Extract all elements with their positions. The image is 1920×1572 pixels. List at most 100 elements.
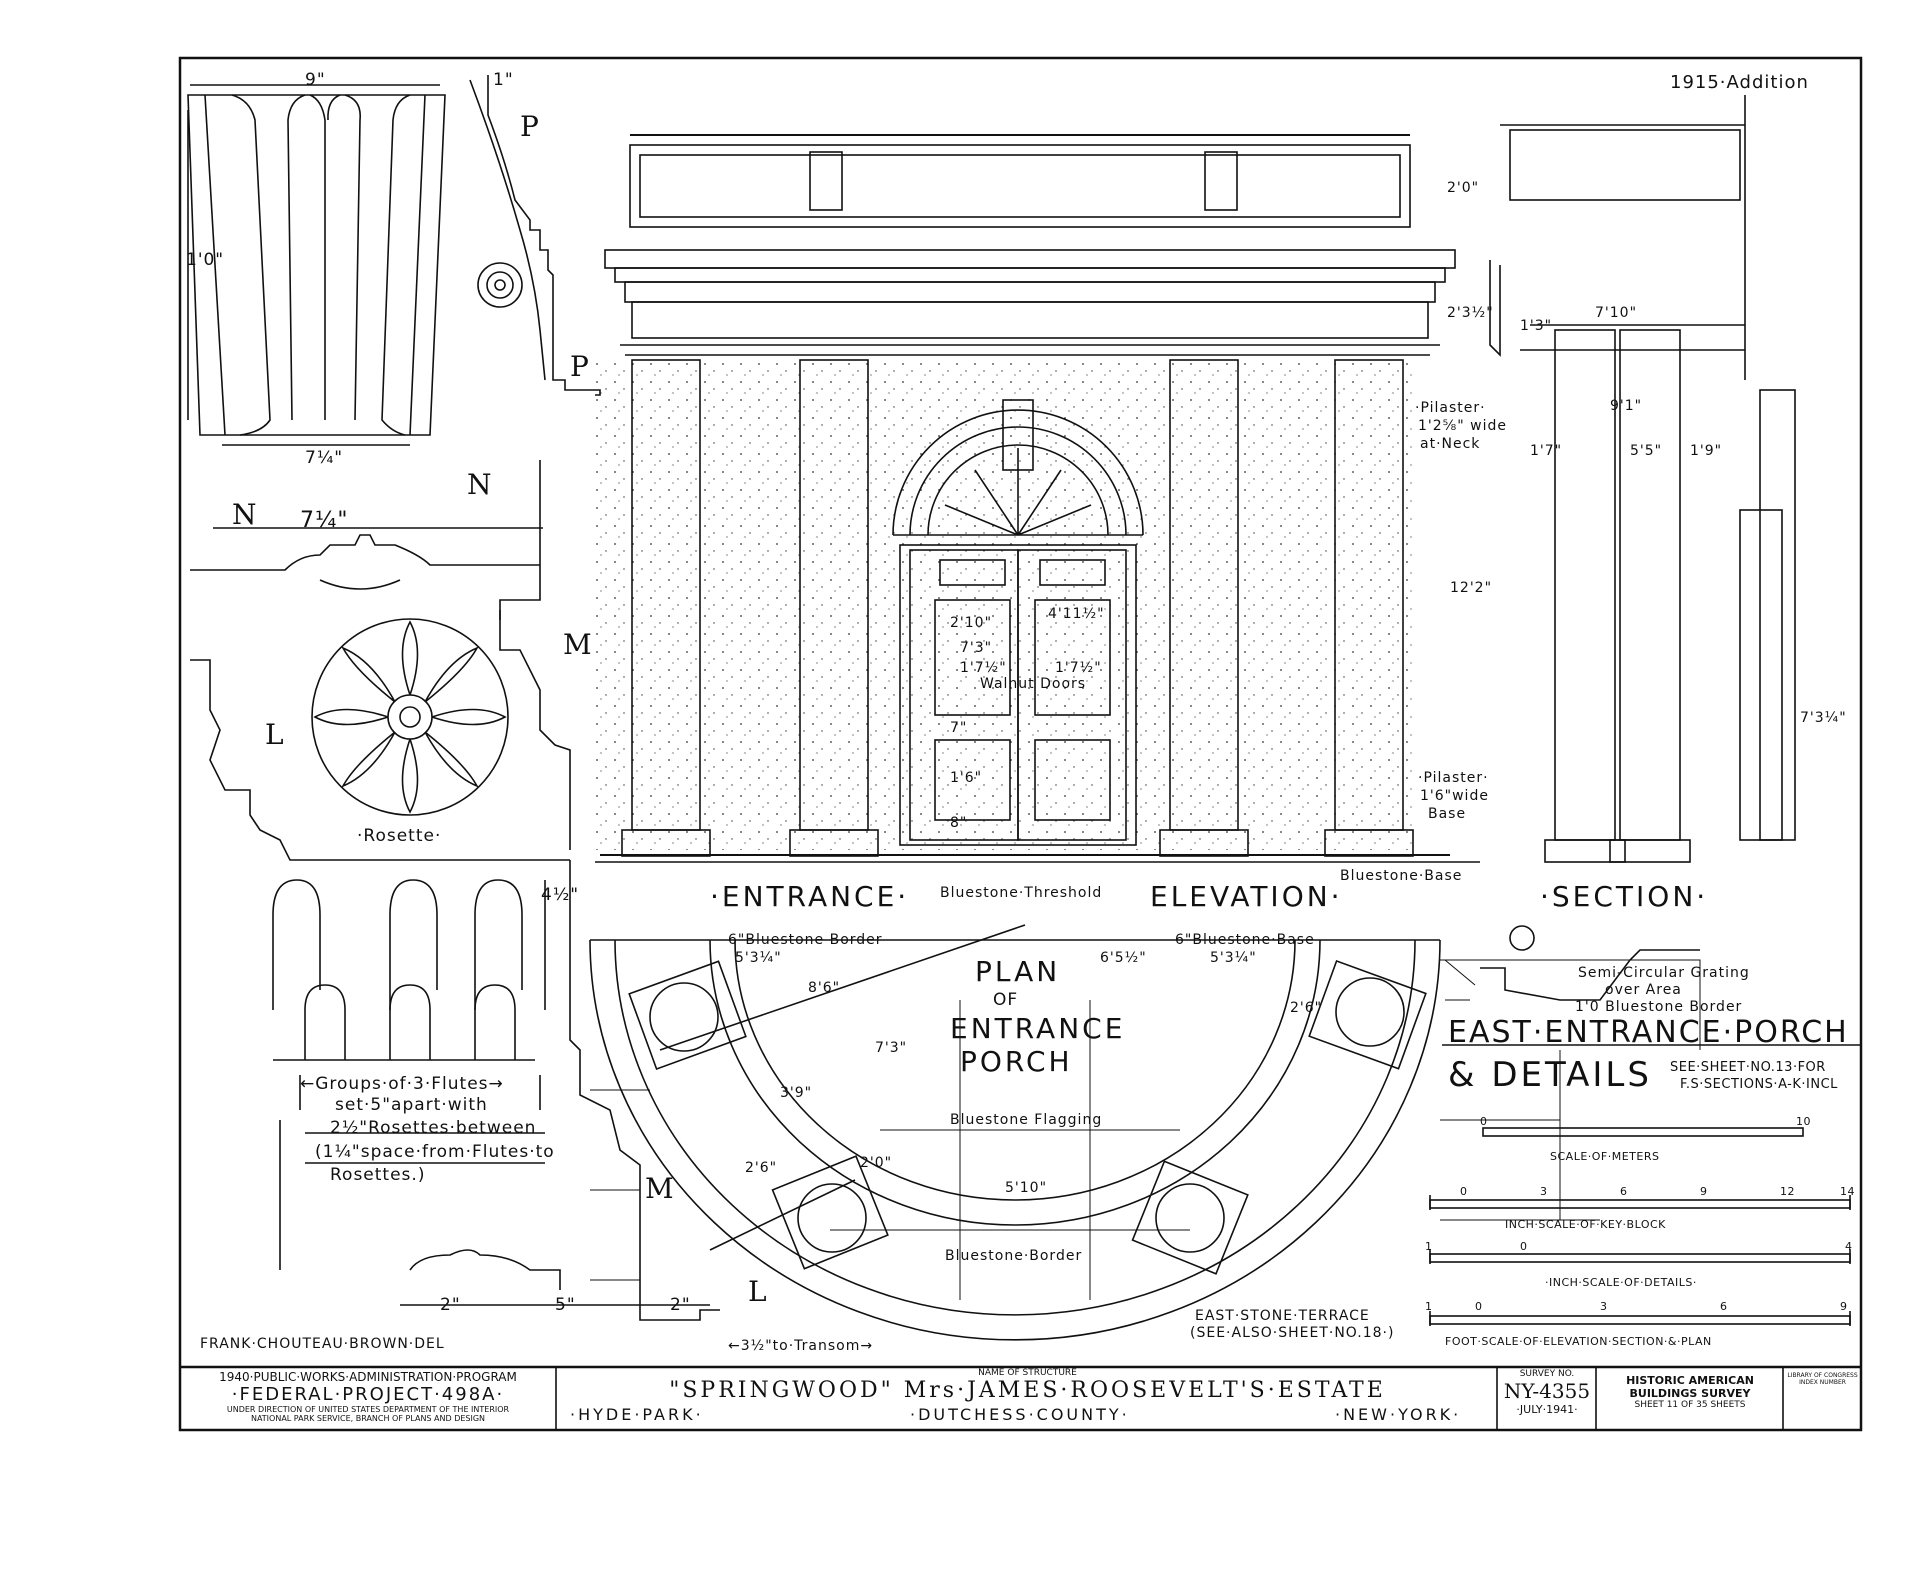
tb-direction-1: UNDER DIRECTION OF UNITED STATES DEPARTM… [226, 1405, 510, 1414]
tb-sheet: SHEET 11 OF 35 SHEETS [1634, 1400, 1746, 1410]
section-mark-n1: N [467, 468, 495, 501]
bluestone-base: Bluestone·Base [1340, 868, 1463, 884]
plan-title-1: PLAN [975, 955, 1061, 988]
profile-ml [190, 610, 720, 1321]
scale-foot-0: 0 [1475, 1300, 1483, 1313]
tb-project: ·FEDERAL·PROJECT·498A· [231, 1384, 505, 1405]
tb-name-label: NAME OF STRUCTURE [978, 1368, 1077, 1378]
title-section: ·SECTION· [1540, 880, 1709, 913]
scale-detail-1: 1 [1425, 1240, 1433, 1253]
dim-2-0b: 2'0" [860, 1155, 893, 1171]
dim-2-3-1-2: 2'3½" [1447, 305, 1494, 321]
dim-7-3: 7'3" [960, 640, 993, 656]
flutes-note-4: (1¼"space·from·Flutes·to [315, 1142, 555, 1162]
tb-survey-no: NY-4355 [1503, 1379, 1591, 1403]
dim-2-6b: 2'6" [1290, 1000, 1323, 1016]
flutes-note-1: ←Groups·of·3·Flutes→ [300, 1074, 504, 1094]
scale-key-9: 9 [1700, 1185, 1708, 1198]
tb-program-cell: 1940·PUBLIC·WORKS·ADMINISTRATION·PROGRAM… [182, 1370, 554, 1423]
entrance-porch-plan [589, 924, 1701, 1341]
title-entrance: ·ENTRANCE· [710, 880, 910, 913]
flutes-note-5: Rosettes.) [330, 1165, 426, 1185]
scale-detail-title: ·INCH·SCALE·OF·DETAILS· [1545, 1276, 1697, 1289]
dim-9-1: 9'1" [1610, 398, 1643, 414]
entrance-elevation [595, 134, 1480, 863]
delineator: FRANK·CHOUTEAU·BROWN·DEL [200, 1336, 445, 1352]
scale-detail-4: 4 [1845, 1240, 1853, 1253]
tb-structure-cell: NAME OF STRUCTURE "SPRINGWOOD" Mrs·JAMES… [560, 1368, 1495, 1403]
dim-7-1-4b: 7¼" [300, 508, 349, 533]
section-mark-l1: L [265, 718, 287, 751]
dim-6-5-1-2: 6'5½" [1100, 950, 1147, 966]
dim-7-1-4: 7¼" [305, 448, 344, 468]
scale-key-3: 3 [1540, 1185, 1548, 1198]
sheet-title-2: & DETAILS [1448, 1055, 1652, 1095]
scale-meters-title: SCALE·OF·METERS [1550, 1150, 1660, 1163]
bluestone-border-6: 6"Bluestone Border [728, 932, 883, 948]
scale-meters-0: 0 [1480, 1115, 1488, 1128]
scale-key-0: 0 [1460, 1185, 1468, 1198]
pilaster-neck-2: 1'2⅝" wide [1418, 418, 1507, 434]
section-mark-n2: N [232, 498, 260, 531]
dim-1ft: 1'0" [186, 250, 225, 270]
bluestone-base-6: 6"Bluestone·Base [1175, 932, 1315, 948]
dim-1-7-1-2b: 1'7½" [1055, 660, 1102, 676]
title-elevation: ELEVATION· [1150, 880, 1343, 913]
sheet-border [178, 56, 1863, 1432]
dim-5-10: 5'10" [1005, 1180, 1048, 1196]
scale-foot-9: 9 [1840, 1300, 1848, 1313]
scale-meters-10: 10 [1796, 1115, 1811, 1128]
scale-key-12: 12 [1780, 1185, 1795, 1198]
grating-note-1: Semi-Circular Grating [1578, 965, 1750, 981]
bluestone-border: Bluestone·Border [945, 1248, 1083, 1264]
dim-4-11: 4'11½" [1048, 606, 1105, 622]
see-sheet-2: F.S·SECTIONS·A-K·INCL [1680, 1077, 1838, 1092]
pilaster-neck-1: ·Pilaster· [1415, 400, 1486, 416]
scale-bars [1429, 1127, 1851, 1326]
dim-7-10: 7'10" [1595, 305, 1638, 321]
rosette-drawing [311, 618, 509, 816]
section-mark-p2: P [570, 350, 592, 383]
dim-4-1-2: 4½" [541, 885, 580, 905]
tb-state: ·NEW·YORK· [1335, 1405, 1462, 1424]
dim-7in: 7" [950, 720, 968, 736]
addition-note: 1915·Addition [1670, 72, 1809, 93]
scale-foot-3: 3 [1600, 1300, 1608, 1313]
pilaster-neck-3: at·Neck [1420, 436, 1481, 452]
stone-terrace-1: EAST·STONE·TERRACE [1195, 1308, 1370, 1324]
plan-title-3: ENTRANCE [950, 1012, 1126, 1045]
dim-1in: 1" [493, 70, 514, 90]
to-transom: ←3½"to·Transom→ [728, 1338, 874, 1354]
grating-note-3: 1'0 Bluestone Border [1575, 999, 1743, 1015]
sheet-title-1: EAST·ENTRANCE·PORCH [1448, 1015, 1849, 1050]
scale-detail-0: 0 [1520, 1240, 1528, 1253]
see-sheet-1: SEE·SHEET·NO.13·FOR [1670, 1060, 1826, 1075]
dim-2-10: 2'10" [950, 615, 993, 631]
rosette-label: ·Rosette· [357, 826, 442, 846]
pilaster-base-1: ·Pilaster· [1418, 770, 1489, 786]
section-mark-p1: P [520, 110, 542, 143]
dim-12-2: 12'2" [1450, 580, 1493, 596]
dim-1-3: 1'3" [1520, 318, 1553, 334]
pilaster-base-2: 1'6"wide [1420, 788, 1489, 804]
scale-foot-1: 1 [1425, 1300, 1433, 1313]
section-mark-l2: L [748, 1275, 770, 1308]
dim-5in: 5" [555, 1295, 576, 1315]
flutes-elevation [272, 879, 710, 1306]
tb-structure: "SPRINGWOOD" Mrs·JAMES·ROOSEVELT'S·ESTAT… [669, 1378, 1386, 1403]
scale-key-14: 14 [1840, 1185, 1855, 1198]
pilaster-base-3: Base [1428, 806, 1467, 822]
dim-1-6: 1'6" [950, 770, 983, 786]
tb-habs-2: BUILDINGS SURVEY [1629, 1387, 1751, 1400]
tb-habs-cell: HISTORIC AMERICAN BUILDINGS SURVEY SHEET… [1598, 1374, 1782, 1410]
dim-2in-b: 2" [670, 1295, 691, 1315]
dim-9in: 9" [305, 70, 326, 90]
dim-7-3-r: 7'3" [875, 1040, 908, 1056]
tb-loc-cell: LIBRARY OF CONGRESS INDEX NUMBER [1785, 1372, 1860, 1386]
grating-note-2: over Area [1605, 982, 1682, 998]
bluestone-threshold: Bluestone·Threshold [940, 885, 1103, 901]
tb-direction-2: NATIONAL PARK SERVICE, BRANCH OF PLANS A… [250, 1414, 486, 1423]
dim-5-3-1-4b: 5'3¼" [1210, 950, 1257, 966]
flutes-note-3: 2½"Rosettes·between [330, 1118, 537, 1138]
